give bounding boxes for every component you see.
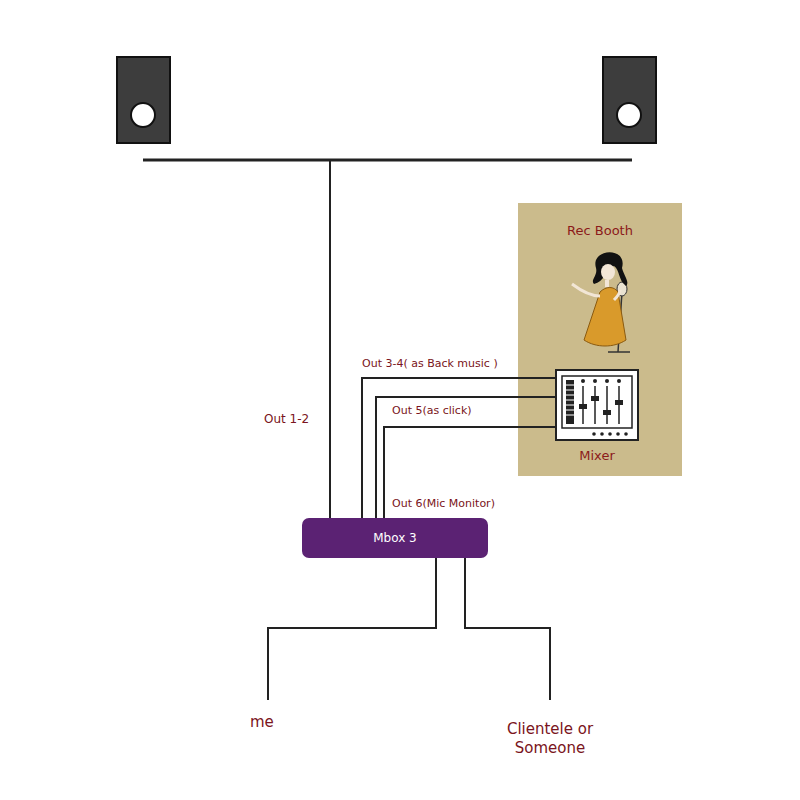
area-title: Mixer [579, 448, 614, 463]
booth-ground [518, 203, 682, 476]
output-label: Out 1-2 [264, 412, 309, 427]
listener-label: me [250, 713, 290, 732]
singer-illustration [572, 252, 630, 352]
headphone-wire [465, 558, 550, 700]
output-label: Out 5(as click) [392, 404, 472, 417]
mixer-illustration [556, 370, 638, 440]
speaker-right [603, 57, 656, 143]
mixer-box: Mixer [556, 370, 638, 465]
listener-label: Clientele or Someone [505, 720, 595, 758]
device-name: Mbox 3 [373, 531, 417, 545]
headphone-wire [268, 558, 436, 700]
out-wire [329, 160, 331, 518]
output-label: Out 3-4( as Back music ) [362, 357, 498, 370]
speaker-bus [143, 159, 632, 162]
signal-wire [376, 397, 556, 518]
output-label: Out 6(Mic Monitor) [392, 497, 495, 510]
area-title: Rec Booth [567, 223, 633, 238]
signal-wire [384, 427, 556, 518]
speaker-left [117, 57, 170, 143]
interface-box: Mbox 3 [302, 518, 488, 558]
booth-panel: Rec BoothMixer [518, 203, 682, 476]
signal-wire [362, 378, 556, 518]
